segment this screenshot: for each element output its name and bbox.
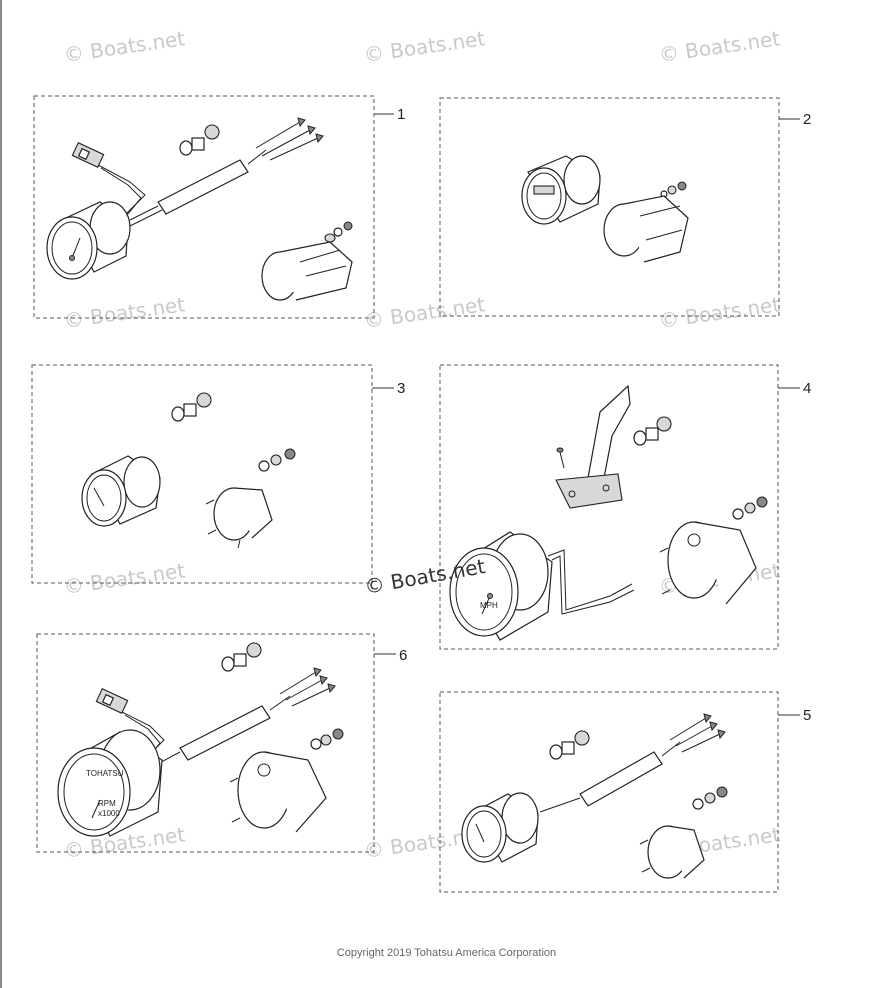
gauge-tachometer — [46, 201, 131, 280]
washer-nut-set — [258, 448, 296, 472]
wire-connector — [71, 142, 146, 227]
callout-number[interactable]: 4 — [803, 380, 811, 397]
group-frame — [439, 364, 779, 650]
watermark: © Boats.net — [362, 26, 486, 67]
watermark: © Boats.net — [362, 292, 486, 333]
assembly-group-1: 1 — [33, 95, 405, 319]
washer-nut-set — [692, 786, 728, 810]
group-frame — [439, 691, 779, 893]
watermark: © Boats.net — [657, 26, 781, 67]
tach-scale-label: x1000 — [98, 809, 120, 818]
cable-harness — [129, 117, 324, 227]
group-frame — [33, 95, 375, 319]
group-frame — [31, 364, 373, 584]
bulb-socket — [171, 392, 212, 422]
left-border — [0, 0, 2, 988]
gauge-trim — [81, 455, 161, 527]
bulb-socket — [549, 730, 590, 760]
callout-number[interactable]: 5 — [803, 707, 811, 724]
tach-brand-label: TOHATSU — [86, 769, 124, 778]
mounting-bracket — [205, 487, 273, 549]
group-frame — [36, 633, 375, 853]
assembly-group-3: 3 — [31, 364, 405, 584]
mounting-bracket — [659, 521, 757, 605]
callout-number[interactable]: 1 — [397, 106, 405, 123]
copyright-notice: Copyright 2019 Tohatsu America Corporati… — [336, 947, 557, 959]
speed-unit-label: MPH — [480, 601, 498, 610]
washer-nut-set — [732, 496, 768, 520]
mounting-bracket — [639, 825, 705, 879]
bulb-socket — [221, 642, 262, 672]
gauge-tachometer: TOHATSU RPM x1000 — [57, 729, 163, 837]
assembly-group-5: 5 — [439, 691, 811, 893]
pitot-hose — [547, 549, 635, 615]
mounting-bracket — [261, 221, 353, 301]
washer-nut-set — [660, 181, 687, 198]
cable-harness — [149, 667, 336, 769]
pitot-pickup — [555, 384, 631, 509]
tach-unit-label: RPM — [98, 799, 116, 808]
gauge-fuel — [461, 792, 539, 863]
mounting-bracket — [603, 195, 689, 263]
callout-number[interactable]: 2 — [803, 111, 811, 128]
mounting-bracket — [229, 751, 327, 833]
assembly-group-6: 6 — [36, 633, 407, 853]
watermark: © Boats.net — [62, 558, 186, 599]
gauge-hourmeter — [521, 155, 601, 225]
assembly-group-2: 2 — [439, 97, 811, 317]
callout-number[interactable]: 3 — [397, 380, 405, 397]
callout-number[interactable]: 6 — [399, 647, 407, 664]
cable-harness — [539, 713, 726, 813]
group-frame — [439, 97, 780, 317]
bulb-socket — [633, 416, 672, 446]
watermark: © Boats.net — [62, 292, 186, 333]
assembly-group-4: 4 MPH — [439, 364, 811, 650]
gauge-speedometer: MPH — [449, 531, 553, 641]
watermark: © Boats.net — [657, 292, 781, 333]
bulb-socket — [179, 124, 220, 156]
watermark: © Boats.net — [62, 26, 186, 67]
washer-nut-set — [310, 728, 344, 750]
